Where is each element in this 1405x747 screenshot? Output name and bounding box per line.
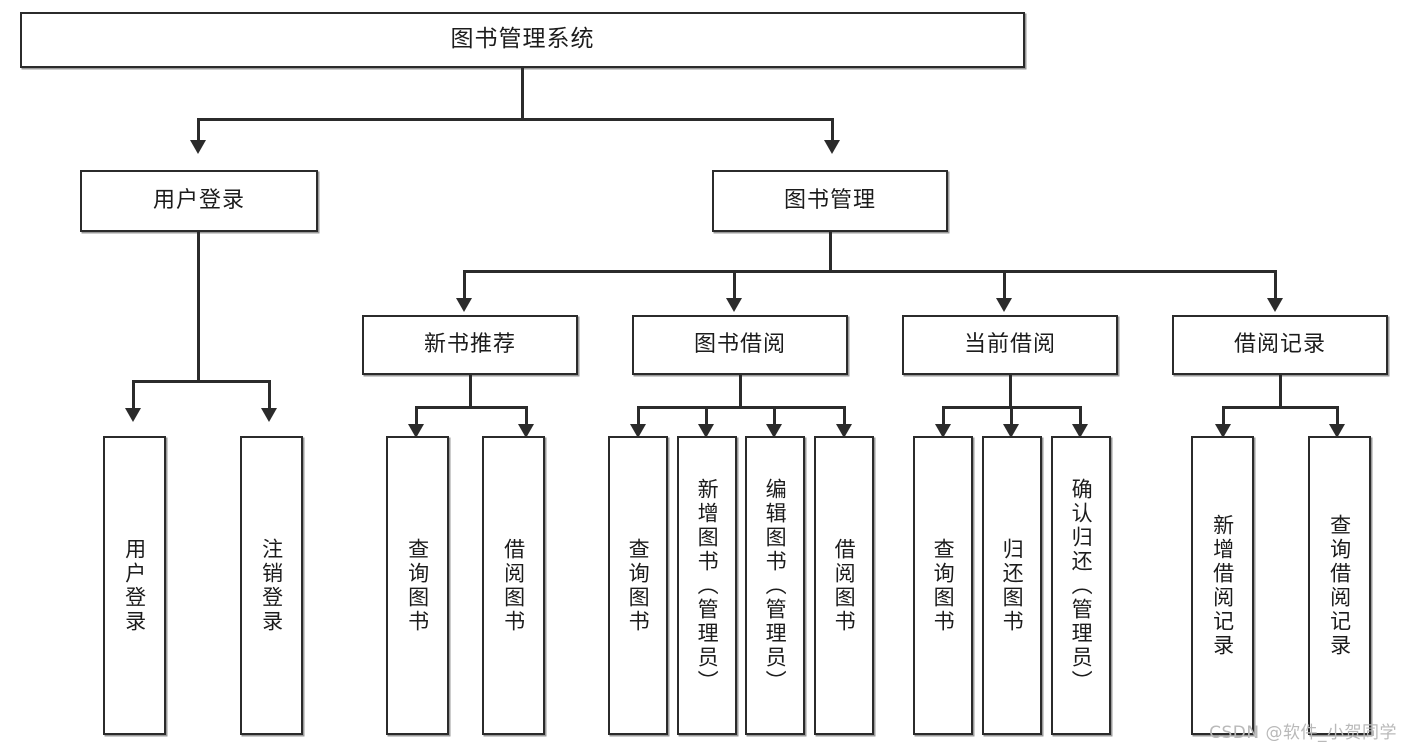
arrowhead-leaf-confirm-return (1072, 424, 1088, 438)
node-new-book-recommend[interactable]: 新书推荐 (362, 315, 578, 375)
node-leaf-edit-book-admin[interactable]: 编辑图书（管理员） (745, 436, 805, 735)
edge-new-book-branch-1 (415, 406, 418, 430)
edge-current-borrow-branch-2 (1010, 406, 1013, 430)
node-leaf-logout[interactable]: 注销登录 (240, 436, 303, 735)
edge-book-borrow-branch-2 (705, 406, 708, 430)
edge-book-mgmt-stem (829, 232, 832, 272)
edge-book-borrow-stem (739, 375, 742, 408)
arrowhead-leaf-borrow-book-b (836, 424, 852, 438)
node-label: 图书借阅 (693, 331, 786, 357)
node-leaf-query-book-current[interactable]: 查询图书 (913, 436, 973, 735)
node-label: 借阅图书 (832, 537, 857, 634)
edge-user-login-branch-2 (268, 380, 271, 410)
node-leaf-query-borrow-record[interactable]: 查询借阅记录 (1308, 436, 1371, 735)
arrowhead-leaf-edit-book (766, 424, 782, 438)
node-label: 用户登录 (122, 537, 147, 634)
node-label: 查询借阅记录 (1327, 513, 1352, 658)
node-label: 查询图书 (405, 537, 430, 634)
edge-user-login-stem (197, 232, 200, 382)
node-label: 当前借阅 (963, 331, 1056, 357)
node-label: 查询图书 (931, 537, 956, 634)
node-book-management[interactable]: 图书管理 (712, 170, 948, 232)
arrowhead-leaf-query-book-b (630, 424, 646, 438)
edge-root-to-book-mgmt (831, 118, 834, 142)
arrowhead-borrow-record (1267, 298, 1283, 312)
edge-book-borrow-branch-3 (773, 406, 776, 430)
edge-book-borrow-bus (637, 406, 846, 409)
arrowhead-leaf-add-book (698, 424, 714, 438)
node-leaf-query-book-borrow[interactable]: 查询图书 (608, 436, 668, 735)
node-leaf-add-borrow-record[interactable]: 新增借阅记录 (1191, 436, 1254, 735)
node-leaf-user-login[interactable]: 用户登录 (103, 436, 166, 735)
node-label: 图书管理系统 (450, 26, 595, 53)
edge-book-mgmt-bus (463, 270, 1277, 273)
edge-current-borrow-branch-3 (1079, 406, 1082, 430)
node-label: 注销登录 (259, 537, 284, 634)
edge-current-borrow-branch-1 (942, 406, 945, 430)
node-label: 用户登录 (152, 187, 245, 213)
edge-book-mgmt-branch-2 (733, 270, 736, 300)
node-book-borrow[interactable]: 图书借阅 (632, 315, 848, 375)
arrowhead-user-login (190, 140, 206, 154)
edge-root-to-user-login (197, 118, 200, 142)
node-label: 查询图书 (626, 537, 651, 634)
edge-new-book-bus (415, 406, 528, 409)
node-label: 新书推荐 (423, 331, 516, 357)
edge-book-borrow-branch-1 (637, 406, 640, 430)
node-leaf-query-book-recommend[interactable]: 查询图书 (386, 436, 449, 735)
node-leaf-add-book-admin[interactable]: 新增图书（管理员） (677, 436, 737, 735)
node-label: 新增图书（管理员） (695, 477, 720, 694)
arrowhead-leaf-return-book (1003, 424, 1019, 438)
node-label: 确认归还（管理员） (1069, 477, 1094, 694)
arrowhead-leaf-user-login (125, 408, 141, 422)
arrowhead-new-book-recommend (456, 298, 472, 312)
edge-book-borrow-branch-4 (843, 406, 846, 430)
node-label: 借阅图书 (501, 537, 526, 634)
arrowhead-leaf-query-record (1329, 424, 1345, 438)
arrowhead-leaf-query-book-a (408, 424, 424, 438)
edge-root-stem (521, 68, 524, 120)
edge-new-book-branch-2 (525, 406, 528, 430)
node-borrow-record[interactable]: 借阅记录 (1172, 315, 1388, 375)
edge-book-mgmt-branch-4 (1274, 270, 1277, 300)
node-leaf-confirm-return-admin[interactable]: 确认归还（管理员） (1051, 436, 1111, 735)
edge-book-mgmt-branch-3 (1003, 270, 1006, 300)
node-root-system[interactable]: 图书管理系统 (20, 12, 1025, 68)
node-label: 新增借阅记录 (1210, 513, 1235, 658)
arrowhead-leaf-borrow-book-a (518, 424, 534, 438)
edge-book-mgmt-branch-1 (463, 270, 466, 300)
arrowhead-book-borrow (726, 298, 742, 312)
node-label: 编辑图书（管理员） (763, 477, 788, 694)
arrowhead-book-mgmt (824, 140, 840, 154)
node-label: 归还图书 (1000, 537, 1025, 634)
edge-borrow-record-bus (1222, 406, 1339, 409)
arrowhead-current-borrow (996, 298, 1012, 312)
edge-user-login-bus (132, 380, 270, 383)
node-user-login[interactable]: 用户登录 (80, 170, 318, 232)
edge-borrow-record-stem (1279, 375, 1282, 408)
edge-root-bus (197, 118, 834, 121)
node-current-borrow[interactable]: 当前借阅 (902, 315, 1118, 375)
edge-borrow-record-branch-2 (1336, 406, 1339, 430)
node-label: 图书管理 (783, 187, 876, 213)
node-leaf-borrow-book-borrow[interactable]: 借阅图书 (814, 436, 874, 735)
node-label: 借阅记录 (1233, 331, 1326, 357)
edge-new-book-stem (469, 375, 472, 408)
edge-user-login-branch-1 (132, 380, 135, 410)
arrowhead-leaf-logout (261, 408, 277, 422)
edge-current-borrow-stem (1009, 375, 1012, 408)
node-leaf-return-book[interactable]: 归还图书 (982, 436, 1042, 735)
arrowhead-leaf-add-record (1215, 424, 1231, 438)
arrowhead-leaf-query-book-c (935, 424, 951, 438)
node-leaf-borrow-book-recommend[interactable]: 借阅图书 (482, 436, 545, 735)
edge-borrow-record-branch-1 (1222, 406, 1225, 430)
